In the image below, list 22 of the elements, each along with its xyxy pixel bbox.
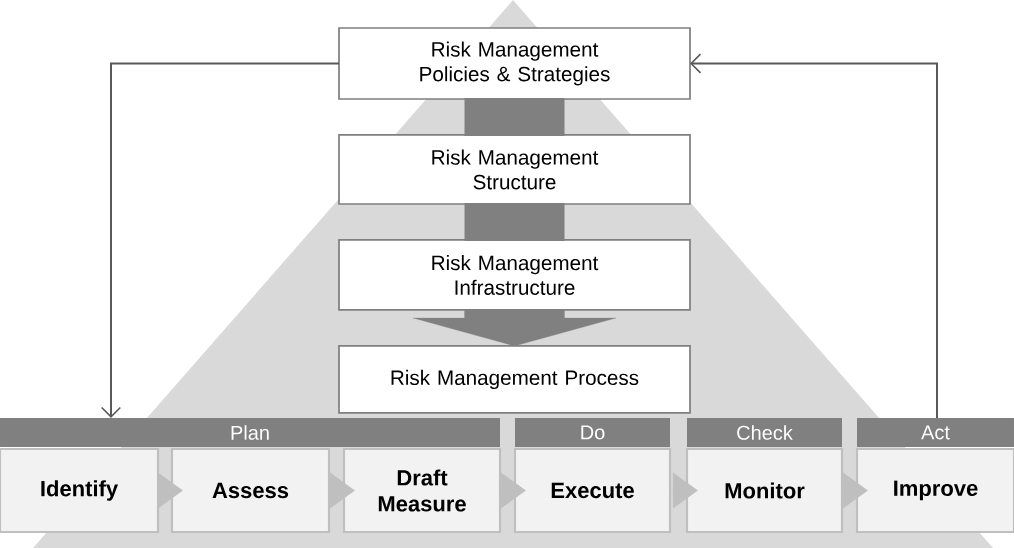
level-box: Risk Management Infrastructure [338, 239, 691, 311]
phase-header: Act [857, 418, 1014, 447]
chevron-arrow [157, 472, 183, 509]
step-box: Draft Measure [342, 447, 502, 534]
step-box: Identify [0, 447, 160, 534]
phase-header: Check [687, 418, 842, 447]
feedback-arrow [690, 53, 938, 419]
phase-header: Plan [0, 418, 500, 447]
level-box: Risk Management Policies & Strategies [338, 27, 691, 100]
feedback-arrow [100, 62, 340, 418]
level-box: Risk Management Process [338, 345, 691, 414]
chevron-arrow [669, 472, 698, 509]
step-box: Execute [513, 447, 672, 534]
chevron-arrow [841, 472, 868, 509]
step-box: Monitor [685, 447, 844, 534]
chevron-arrow [328, 472, 355, 509]
step-box: Improve [855, 447, 1014, 534]
chevron-arrow [499, 472, 526, 509]
level-box: Risk Management Structure [338, 134, 691, 205]
phase-header: Do [515, 418, 670, 447]
block-arrow [412, 309, 617, 347]
step-box: Assess [170, 447, 331, 534]
